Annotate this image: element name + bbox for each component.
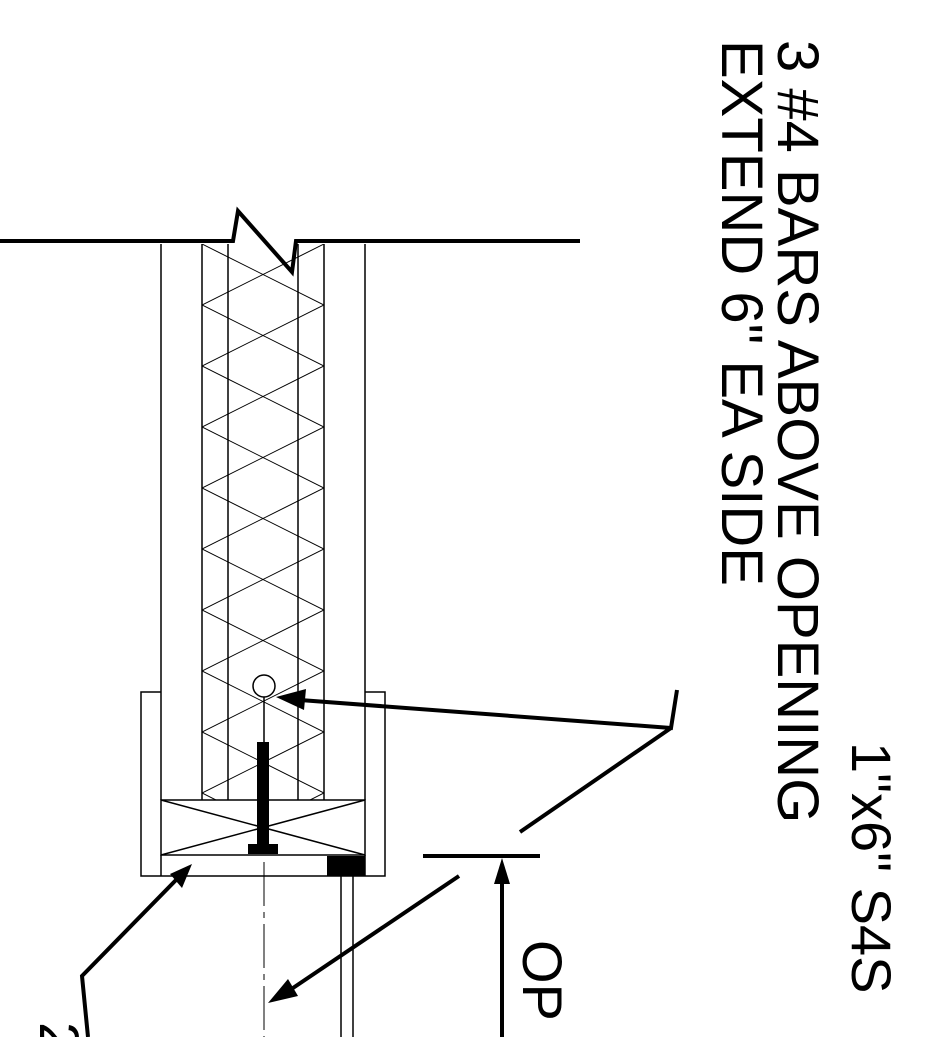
opening-note: OP bbox=[511, 940, 574, 1021]
opening-dimension bbox=[423, 854, 540, 1037]
rebar-bar-circle bbox=[252, 674, 276, 698]
bars-note: 3 #4 BARS ABOVE OPENING EXTEND 6" EA SID… bbox=[709, 40, 830, 823]
trim-note: 1"x6" S4S bbox=[840, 742, 903, 993]
bars-note-line2: EXTEND 6" EA SIDE bbox=[709, 40, 774, 586]
trim-leader bbox=[268, 874, 461, 1003]
anchor-bolt bbox=[248, 697, 278, 854]
rebar-leader bbox=[276, 689, 679, 834]
bars-note-line1: 3 #4 BARS ABOVE OPENING bbox=[765, 40, 830, 823]
callout-2-leader bbox=[79, 864, 192, 1037]
wall-section bbox=[160, 244, 366, 800]
door-frame-block bbox=[327, 856, 365, 876]
top-slab-line bbox=[0, 206, 580, 277]
callout-number-2: 2 bbox=[28, 1022, 91, 1037]
